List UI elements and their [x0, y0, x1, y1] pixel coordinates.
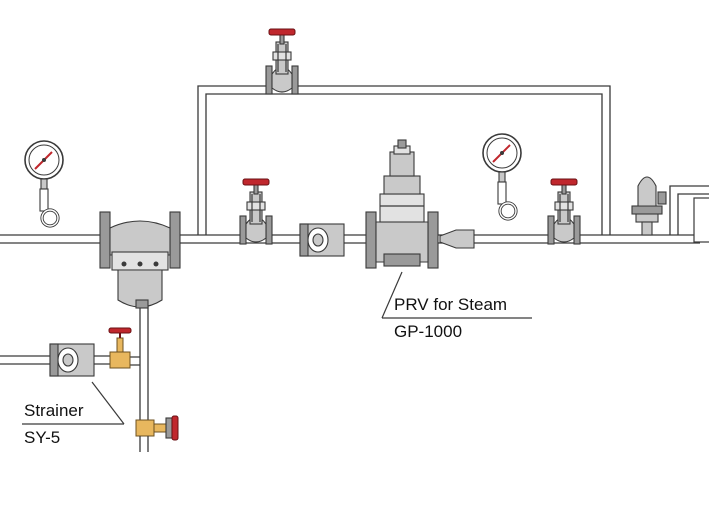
- lower-branch-pipe: [0, 355, 112, 365]
- branch-brass-valve[interactable]: [108, 327, 132, 369]
- bypass-pipe: [197, 85, 611, 235]
- outlet-globe-valve[interactable]: [547, 178, 581, 245]
- outlet-pressure-gauge: [481, 132, 523, 221]
- prv-name-label: PRV for Steam: [394, 295, 508, 314]
- downstream-pipe: [669, 185, 709, 243]
- prv-callout-leader: [381, 271, 532, 319]
- safety-valve: [631, 176, 667, 236]
- strainer-callout-leader: [22, 381, 125, 425]
- inlet-globe-valve[interactable]: [239, 178, 273, 245]
- pressure-reducing-valve[interactable]: [365, 139, 439, 269]
- strainer-name-label: Strainer: [24, 401, 84, 420]
- inlet-pressure-gauge: [23, 139, 65, 228]
- strainer-model-label: SY-5: [24, 428, 61, 447]
- drain-brass-valve[interactable]: [135, 415, 179, 452]
- inlet-strainer-body: [99, 211, 181, 309]
- inline-separator: [299, 223, 345, 257]
- bypass-globe-valve[interactable]: [265, 28, 299, 95]
- pipe-reducer: [439, 229, 475, 249]
- strainer-sy5: [49, 343, 95, 377]
- prv-model-label: GP-1000: [394, 322, 463, 341]
